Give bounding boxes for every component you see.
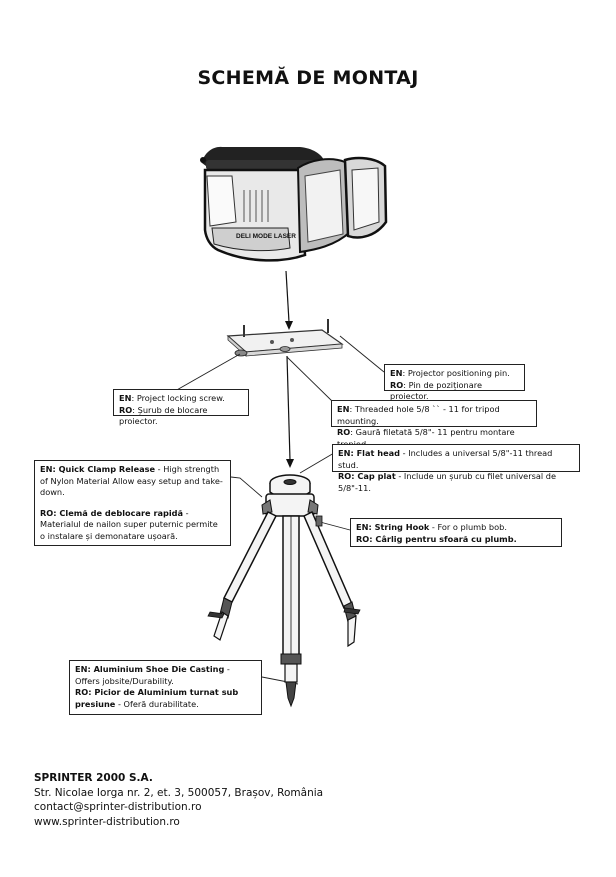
ro-tag: RO <box>356 533 370 544</box>
en-tag: EN <box>40 464 53 474</box>
company-name: SPRINTER 2000 S.A. <box>34 772 153 784</box>
en-heading: : Aluminium Shoe Die Casting <box>87 664 225 674</box>
en-text: : Projector positioning pin. <box>402 368 510 378</box>
en-heading: : Flat head <box>350 448 401 458</box>
callout-aluminium-shoe: EN: Aluminium Shoe Die Casting - Offers … <box>69 660 262 715</box>
en-text: - Includes a universal 5/8"-11 thread st… <box>338 448 553 470</box>
ro-text: - Materialul de nailon super puternic pe… <box>40 507 218 541</box>
ro-text: - Oferă durabilitate. <box>115 698 199 709</box>
ro-text: : Gaură filetată 5/8"- 11 pentru montare… <box>337 427 515 449</box>
callout-quick-clamp: EN: Quick Clamp Release - High strength … <box>34 460 231 546</box>
en-tag: EN <box>338 448 351 458</box>
ro-tag: RO <box>337 427 351 437</box>
callout-flat-head: EN: Flat head - Includes a universal 5/8… <box>332 444 580 493</box>
page-title: SCHEMĂ DE MONTAJ <box>197 67 419 89</box>
ro-heading: : Cârlig pentru sfoară cu plumb. <box>369 533 517 544</box>
ro-heading: : Cap plat <box>351 471 396 481</box>
ro-tag: RO <box>338 471 352 481</box>
ro-tag: RO <box>390 379 404 390</box>
en-text: : Project locking screw. <box>131 393 225 403</box>
en-text: - High strength of Nylon Material Allow … <box>40 464 223 497</box>
ro-tag: RO <box>119 404 133 415</box>
callout-locking-screw: EN: Project locking screw. RO: Șurub de … <box>113 389 249 426</box>
callout-positioning-pin: EN: Projector positioning pin. RO: Pin d… <box>384 364 525 401</box>
en-tag: EN <box>356 522 369 532</box>
ro-text: : Pin de poziționare proiector. <box>390 379 482 402</box>
mounting-plate-image <box>226 319 344 357</box>
en-text: : Threaded hole 5/8 `` - 11 for tripod m… <box>337 404 500 426</box>
en-heading: : String Hook <box>368 522 430 532</box>
en-text: - For o plumb bob. <box>429 522 507 532</box>
device-label: DELI MODE LASER <box>236 233 296 240</box>
arrow-to-plate <box>285 270 290 323</box>
ro-heading: : Clemă de deblocare rapidă <box>53 507 184 518</box>
company-email[interactable]: contact@sprinter-distribution.ro <box>34 801 202 813</box>
en-heading: : Quick Clamp Release <box>52 464 156 474</box>
tripod-image <box>207 474 361 708</box>
en-tag: EN <box>119 393 132 403</box>
en-tag: EN <box>390 368 403 378</box>
company-website[interactable]: www.sprinter-distribution.ro <box>34 815 180 828</box>
ro-heading: : Picior de Aluminium turnat sub presiun… <box>75 687 239 709</box>
arrow-to-tripod <box>286 355 291 461</box>
ro-tag: RO <box>75 687 89 697</box>
company-address: Str. Nicolae Iorga nr. 2, et. 3, 500057,… <box>34 786 324 799</box>
ro-tag: RO <box>40 507 54 518</box>
en-tag: EN <box>75 664 88 674</box>
ro-text: : Șurub de blocare proiector. <box>119 404 208 427</box>
leader-lines <box>174 335 385 685</box>
callout-threaded-hole: EN: Threaded hole 5/8 `` - 11 for tripod… <box>331 400 537 449</box>
en-text: - Offers jobsite/Durability. <box>75 664 230 686</box>
ro-text: - Include un șurub cu filet universal de… <box>338 471 556 493</box>
company-footer: SPRINTER 2000 S.A. Str. Nicolae Iorga nr… <box>34 771 323 829</box>
callout-string-hook: EN: String Hook - For o plumb bob. RO: C… <box>350 518 562 547</box>
laser-projector-image: DELI MODE LASER <box>200 146 388 262</box>
en-tag: EN <box>337 404 350 414</box>
